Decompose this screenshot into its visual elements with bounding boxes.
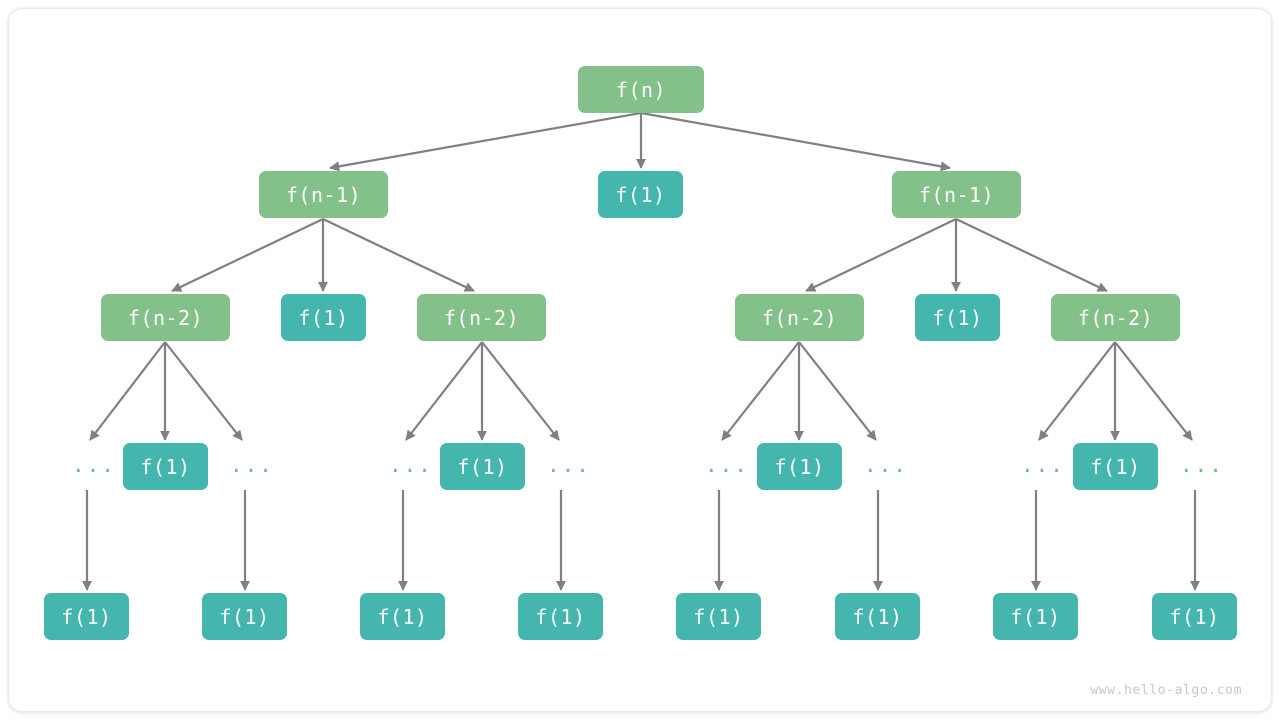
tree-node-f1-l5-6[interactable]: f(1) [993,593,1078,640]
tree-node-f1-l4-3[interactable]: f(1) [1073,443,1158,490]
node-label: f(1) [615,182,666,207]
tree-node-f1-l5-1[interactable]: f(1) [202,593,287,640]
tree-node-f1-l5-4[interactable]: f(1) [676,593,761,640]
tree-node-f1-l4-1[interactable]: f(1) [440,443,525,490]
ellipsis-marker-0: ... [72,453,116,477]
ellipsis-marker-6: ... [1021,453,1065,477]
node-label: f(1) [1010,604,1061,629]
node-label: f(1) [535,604,586,629]
node-label: f(1) [852,604,903,629]
tree-node-fn-2-l3-3[interactable]: f(n-2) [735,294,864,341]
ellipsis-marker-3: ... [547,453,591,477]
node-label: f(n-1) [285,182,362,207]
tree-node-fn-1-l2-0[interactable]: f(n-1) [259,171,388,218]
tree-node-fn-2-l3-0[interactable]: f(n-2) [101,294,230,341]
node-label: f(1) [219,604,270,629]
diagram-frame [8,8,1272,712]
node-label: f(1) [1090,454,1141,479]
node-label: f(n-2) [1077,305,1154,330]
ellipsis-marker-2: ... [389,453,433,477]
tree-node-f1-l2-1[interactable]: f(1) [598,171,683,218]
ellipsis-marker-1: ... [230,453,274,477]
tree-node-f1-l4-2[interactable]: f(1) [757,443,842,490]
tree-node-f1-l4-0[interactable]: f(1) [123,443,208,490]
tree-node-fn-l1-0[interactable]: f(n) [578,66,704,113]
node-label: f(n) [615,77,667,102]
node-label: f(1) [693,604,744,629]
tree-node-fn-1-l2-2[interactable]: f(n-1) [892,171,1021,218]
tree-node-f1-l5-7[interactable]: f(1) [1152,593,1237,640]
watermark-text: www.hello-algo.com [1090,683,1242,698]
tree-node-f1-l3-4[interactable]: f(1) [915,294,1000,341]
ellipsis-marker-5: ... [864,453,908,477]
node-label: f(n-1) [918,182,995,207]
node-label: f(1) [457,454,508,479]
node-label: f(1) [774,454,825,479]
node-label: f(n-2) [761,305,838,330]
node-label: f(1) [140,454,191,479]
ellipsis-marker-4: ... [705,453,749,477]
tree-node-f1-l5-5[interactable]: f(1) [835,593,920,640]
node-label: f(1) [61,604,112,629]
tree-node-fn-2-l3-2[interactable]: f(n-2) [417,294,546,341]
tree-node-f1-l5-2[interactable]: f(1) [360,593,445,640]
tree-node-f1-l5-3[interactable]: f(1) [518,593,603,640]
node-label: f(n-2) [443,305,520,330]
node-label: f(1) [932,305,983,330]
tree-node-fn-2-l3-5[interactable]: f(n-2) [1051,294,1180,341]
node-label: f(1) [298,305,349,330]
node-label: f(n-2) [127,305,204,330]
node-label: f(1) [377,604,428,629]
tree-node-f1-l3-1[interactable]: f(1) [281,294,366,341]
node-label: f(1) [1169,604,1220,629]
tree-node-f1-l5-0[interactable]: f(1) [44,593,129,640]
ellipsis-marker-7: ... [1180,453,1224,477]
